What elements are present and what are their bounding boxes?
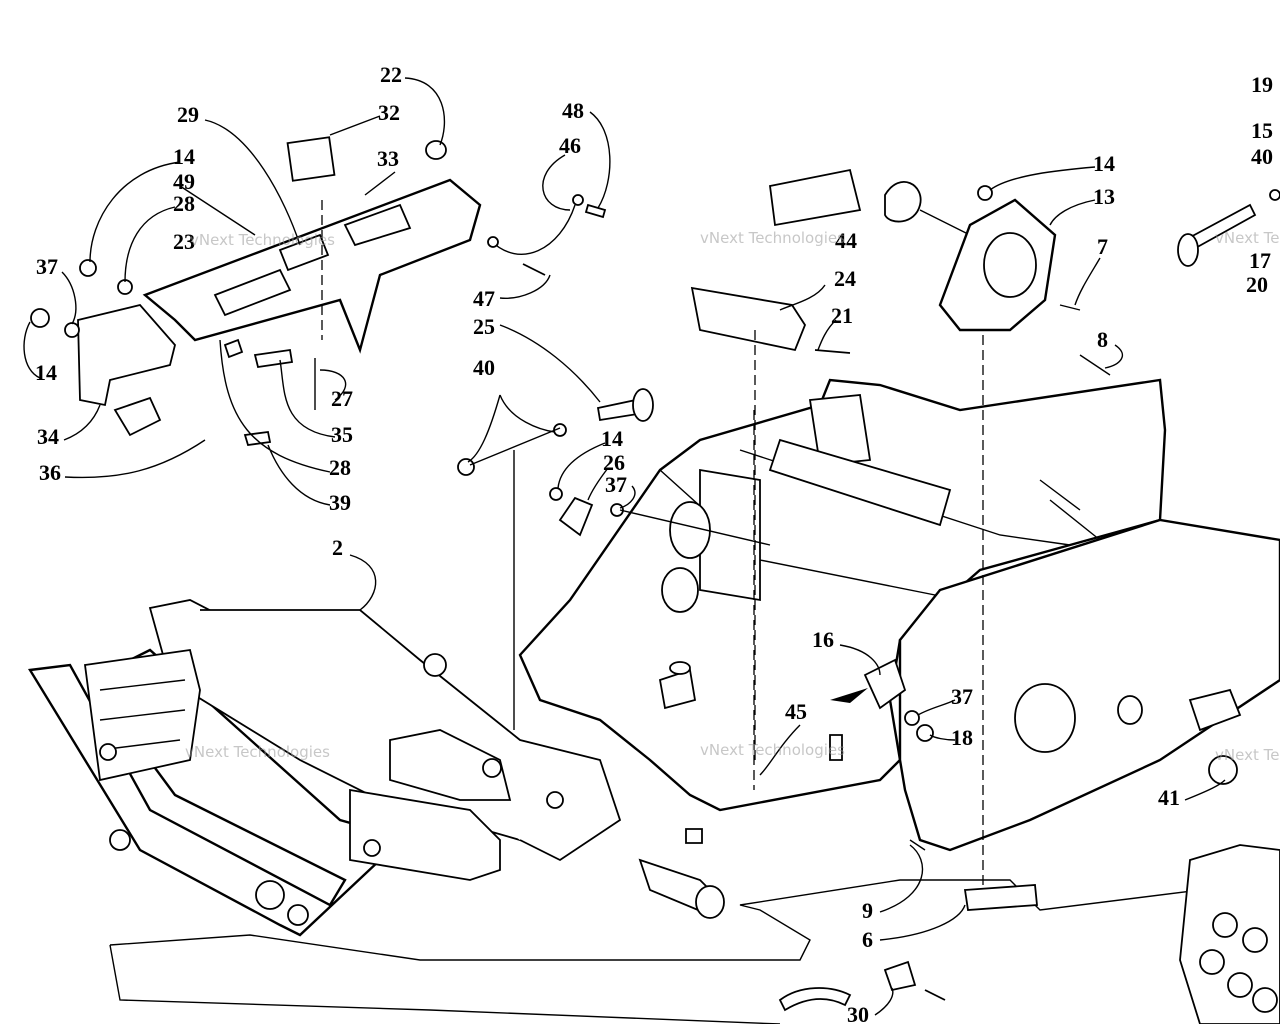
part-label: 40 — [473, 355, 495, 380]
part-label: 30 — [847, 1002, 869, 1024]
part-label: 40 — [1251, 144, 1273, 169]
part-label: 16 — [812, 627, 834, 652]
skid-frame-assembly — [28, 599, 725, 937]
leader-lines — [23, 77, 1226, 1016]
part-label: 18 — [951, 725, 973, 750]
part-label: 36 — [39, 460, 61, 485]
part-label: 8 — [1097, 327, 1108, 352]
part-label: 35 — [331, 422, 353, 447]
part-label: 28 — [173, 191, 195, 216]
lower-misc-parts — [658, 658, 1038, 1012]
part-label: 21 — [831, 303, 853, 328]
part-label: 37 — [605, 472, 627, 497]
part-label: 34 — [37, 424, 59, 449]
watermark-text: vNext Technologies — [700, 229, 845, 247]
part-label: 47 — [473, 286, 495, 311]
part-label: 19 — [1251, 72, 1273, 97]
part-label: 45 — [785, 699, 807, 724]
part-label: 26 — [603, 450, 625, 475]
part-label: 24 — [834, 266, 856, 291]
watermark-text: vNext Technologies — [1215, 746, 1280, 764]
part-label: 23 — [173, 229, 195, 254]
part-label: 9 — [862, 898, 873, 923]
watermark-text: vNext Technologies — [700, 741, 845, 759]
part-label: 6 — [862, 927, 873, 952]
part-number-labels: 22 32 29 33 14 49 28 23 37 14 34 36 27 3… — [35, 62, 1273, 1024]
part-label: 32 — [378, 100, 400, 125]
part-label: 14 — [35, 360, 57, 385]
part-label: 14 — [1093, 151, 1115, 176]
part-label: 49 — [173, 169, 195, 194]
part-label: 20 — [1246, 272, 1268, 297]
upper-center-parts — [457, 168, 981, 790]
part-label: 29 — [177, 102, 199, 127]
part-label: 2 — [332, 535, 343, 560]
part-label: 17 — [1249, 248, 1271, 273]
part-label: 46 — [559, 133, 581, 158]
console-bracket-parts — [30, 136, 482, 446]
part-label: 37 — [36, 254, 58, 279]
part-label: 27 — [331, 386, 353, 411]
watermarks: vNext Technologies vNext Technologies vN… — [185, 229, 1280, 764]
watermark-text: vNext Technologies — [185, 743, 330, 761]
part-label: 44 — [835, 228, 857, 253]
watermark-text: vNext Technologies — [190, 231, 335, 249]
part-label: 13 — [1093, 184, 1115, 209]
part-label: 15 — [1251, 118, 1273, 143]
part-label: 39 — [329, 490, 351, 515]
part-label: 7 — [1097, 234, 1108, 259]
watermark-text: vNext Technologies — [1215, 229, 1280, 247]
part-label: 14 — [173, 144, 195, 169]
part-label: 14 — [601, 426, 623, 451]
part-label: 33 — [377, 146, 399, 171]
part-label: 25 — [473, 314, 495, 339]
part-label: 41 — [1158, 785, 1180, 810]
part-label: 28 — [329, 455, 351, 480]
bearing-plate-parts — [938, 185, 1280, 895]
part-label: 48 — [562, 98, 584, 123]
part-label: 22 — [380, 62, 402, 87]
part-label: 37 — [951, 684, 973, 709]
